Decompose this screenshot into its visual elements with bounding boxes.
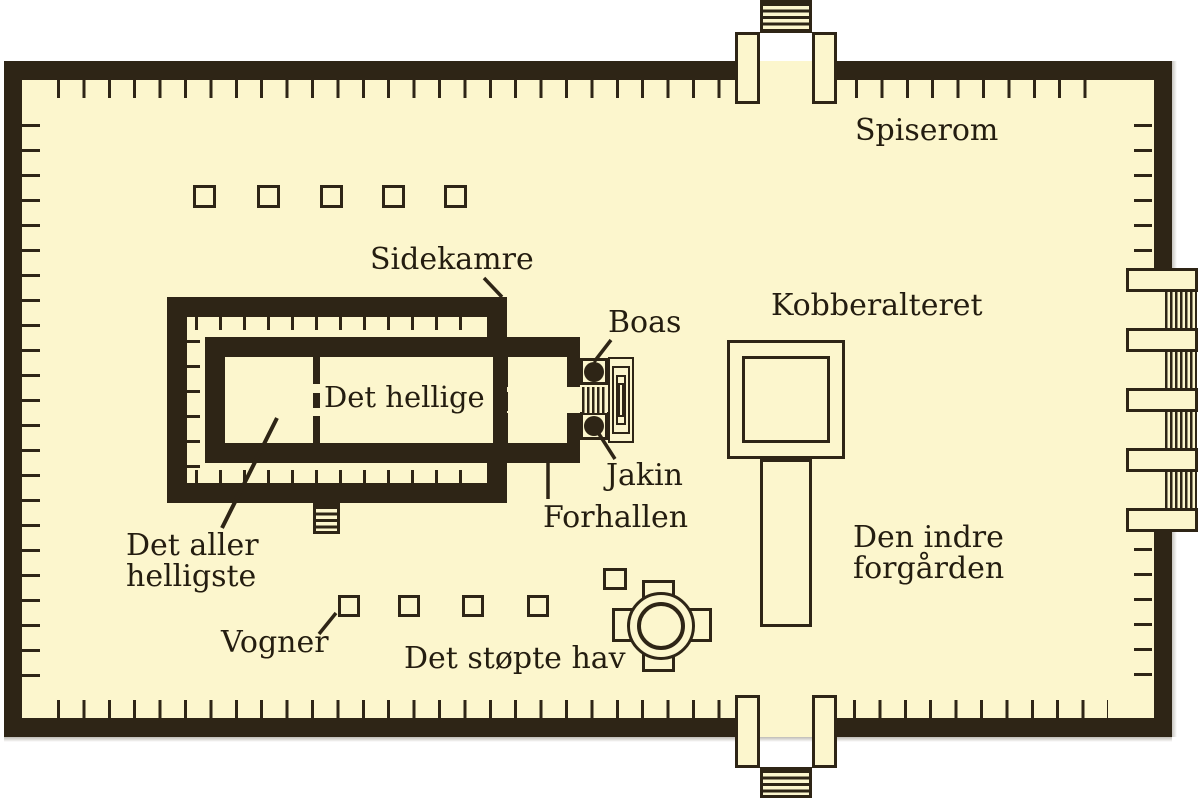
wall-ticks-top-right <box>855 80 1108 98</box>
label-sidekamre: Sidekamre <box>370 242 534 277</box>
wall-ticks-left <box>22 124 40 677</box>
north-gate-pillar-left <box>735 32 760 104</box>
dining-chamber-1 <box>1126 268 1198 292</box>
label-boas: Boas <box>608 305 682 340</box>
dining-chamber-hatch-3 <box>1165 412 1197 448</box>
dining-chamber-hatch-1 <box>1165 292 1197 328</box>
top-stand-2 <box>257 185 280 208</box>
label-det-stopte-hav: Det støpte hav <box>404 641 626 676</box>
label-det-aller-helligste: Det aller helligste <box>126 528 259 594</box>
dining-chamber-4 <box>1126 448 1198 472</box>
molten-sea-inner-circle <box>637 602 685 650</box>
side-chambers-stairs <box>313 503 340 534</box>
entrance-steps-hatch <box>582 387 607 413</box>
dining-chamber-hatch-4 <box>1165 472 1197 508</box>
sea-stand-northwest <box>603 568 627 590</box>
dining-chamber-hatch-2 <box>1165 352 1197 388</box>
south-gate-pillar-right <box>812 695 837 768</box>
copper-altar-inner <box>742 356 830 443</box>
outer-wall-left <box>4 61 22 737</box>
outer-wall-bottom-right <box>812 718 1172 737</box>
outer-wall-right-top <box>1154 61 1172 268</box>
label-spiserom: Spiserom <box>855 113 999 148</box>
holy-of-holies-divider-mid <box>313 393 320 408</box>
dining-chamber-2 <box>1126 328 1198 352</box>
label-vogner: Vogner <box>221 625 329 660</box>
sanctuary-wall-left <box>205 337 225 463</box>
label-det-hellige: Det hellige <box>324 380 485 414</box>
side-chambers-ticks-left <box>187 340 200 470</box>
side-chambers-ticks-bottom <box>195 470 483 483</box>
side-chambers-ticks-top <box>195 317 483 330</box>
top-stand-1 <box>193 185 216 208</box>
wagon-stand-3 <box>462 595 484 617</box>
pillar-jakin-circle <box>584 416 604 436</box>
wall-ticks-top-left <box>57 80 735 98</box>
wall-ticks-right-bottom <box>1134 548 1152 687</box>
sanctuary-wall-bottom <box>205 443 580 463</box>
label-den-indre-forgarden: Den indre forgården <box>853 520 1005 586</box>
wagon-stand-2 <box>398 595 420 617</box>
wall-shadow-bottom <box>4 737 1172 742</box>
sanctuary-door-wall-bottom <box>493 413 508 443</box>
dining-chamber-5 <box>1126 508 1198 532</box>
label-kobberalteret: Kobberalteret <box>771 288 983 323</box>
top-stand-4 <box>382 185 405 208</box>
wall-ticks-right-top <box>1134 124 1152 263</box>
top-stand-3 <box>320 185 343 208</box>
vestibule-room <box>508 357 567 443</box>
holy-of-holies-divider-top <box>313 357 320 384</box>
wagon-stand-1 <box>338 595 360 617</box>
sanctuary-door-block <box>495 392 509 411</box>
label-forhallen: Forhallen <box>543 500 689 535</box>
south-gate-pillar-left <box>735 695 760 768</box>
copper-altar-ramp <box>760 459 812 627</box>
outer-wall-top-left <box>4 61 760 80</box>
entrance-steps-innermost <box>618 383 624 417</box>
top-stand-5 <box>444 185 467 208</box>
north-gate-pillar-right <box>812 32 837 104</box>
label-jakin: Jakin <box>606 458 684 493</box>
vestibule-wall-right-bottom <box>567 413 580 443</box>
vestibule-wall-right-top <box>567 357 580 387</box>
pillar-boas-circle <box>584 362 604 382</box>
wall-ticks-bottom-left <box>57 700 735 718</box>
outer-wall-right-bottom <box>1154 532 1172 737</box>
sanctuary-door-wall-top <box>493 357 508 387</box>
north-gate-stairs <box>760 0 812 33</box>
outer-wall-top-right <box>812 61 1172 80</box>
outer-wall-bottom-left <box>4 718 760 737</box>
dining-chamber-3 <box>1126 388 1198 412</box>
holy-of-holies-divider-bottom <box>313 416 320 443</box>
wagon-stand-4 <box>527 595 549 617</box>
wall-ticks-bottom-right <box>853 700 1108 718</box>
sanctuary-wall-top <box>205 337 580 357</box>
south-gate-stairs <box>760 767 812 798</box>
